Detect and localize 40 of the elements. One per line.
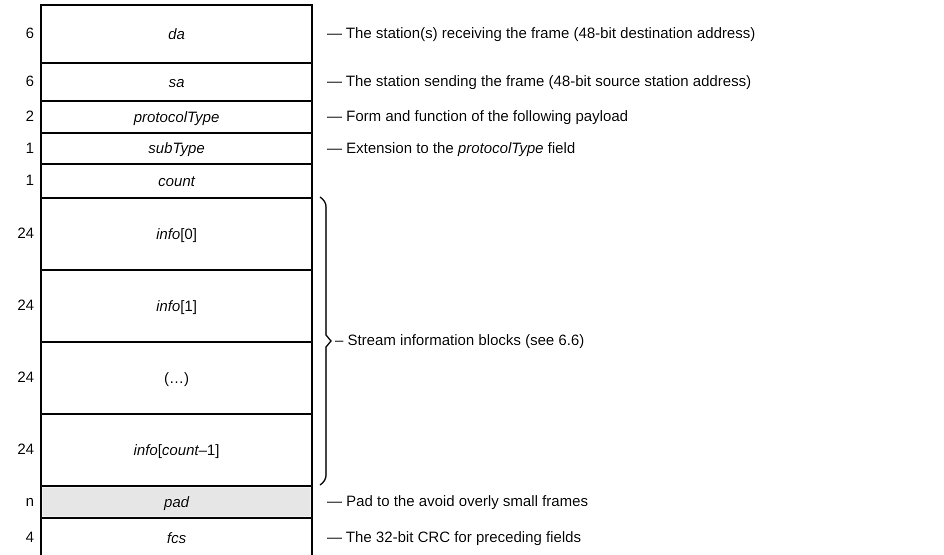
- field-name: pad: [164, 494, 190, 510]
- field-description: — Form and function of the following payload: [327, 108, 628, 126]
- field-box: [40, 197, 313, 271]
- field-name: subType: [148, 140, 205, 157]
- field-name: count: [158, 172, 195, 190]
- field-description: — Pad to the avoid overly small frames: [327, 493, 588, 511]
- field-name: info[0]: [156, 226, 197, 242]
- field-size: 6: [26, 73, 34, 91]
- field-description: — The 32-bit CRC for preceding fields: [327, 529, 582, 547]
- field-box: [40, 269, 313, 343]
- field-description: — The station sending the frame (48-bit source station address): [327, 73, 752, 91]
- field-name: (…): [164, 370, 189, 386]
- field-box: [40, 341, 313, 415]
- field-size: n: [26, 493, 34, 511]
- field-name: fcs: [166, 530, 186, 546]
- field-box: [40, 413, 313, 487]
- field-size: 1: [26, 172, 34, 190]
- field-size: 24: [17, 225, 34, 243]
- field-name: da: [168, 26, 185, 42]
- field-name: info[1]: [156, 298, 197, 314]
- field-description: — The station(s) receiving the frame (48-bit destination address): [327, 25, 756, 43]
- field-size: 1: [26, 140, 34, 158]
- field-size: 4: [26, 529, 34, 547]
- field-box: [40, 4, 313, 64]
- bracket-label: – Stream information blocks (see 6.6): [335, 332, 584, 350]
- field-box: [40, 100, 313, 134]
- field-size: 24: [17, 297, 34, 315]
- field-name: protocolType: [134, 108, 220, 126]
- field-name: info[count–1]: [134, 442, 220, 458]
- shaded-field-box: [40, 485, 313, 519]
- field-size: 6: [26, 25, 34, 43]
- field-box: [40, 517, 313, 555]
- field-box: [40, 132, 313, 165]
- field-box: [40, 62, 313, 102]
- field-description: — Extension to the protocolType field: [327, 140, 576, 158]
- field-size: 2: [26, 108, 34, 126]
- field-name: sa: [168, 74, 184, 90]
- field-size: 24: [17, 441, 34, 459]
- field-size: 24: [17, 369, 34, 387]
- field-box: [40, 163, 313, 199]
